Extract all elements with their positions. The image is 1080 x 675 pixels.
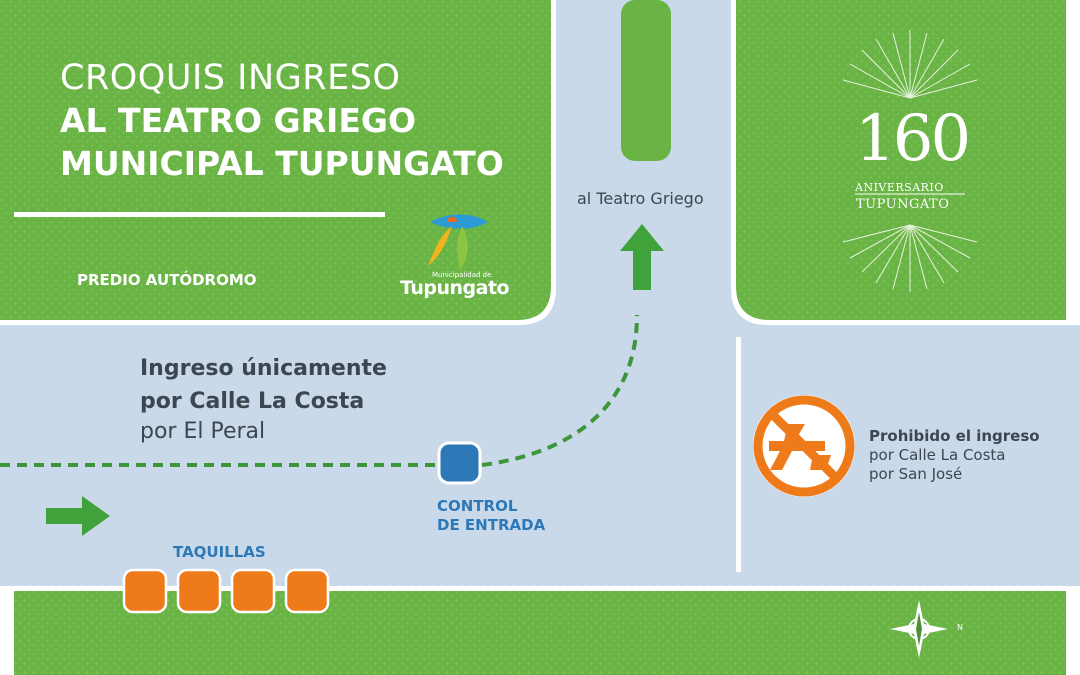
compass-north-label: N [957, 623, 963, 632]
sunburst-icon [842, 30, 978, 292]
anniversary-number: 160 [855, 102, 971, 176]
grass-block-top-left [0, 0, 551, 320]
predio-label: PREDIO AUTÓDROMO [77, 271, 257, 289]
road-median [621, 0, 671, 161]
anniversary-line-1: ANIVERSARIO [855, 181, 944, 194]
control-label-line-1: CONTROL [437, 497, 518, 515]
taquillas-label: TAQUILLAS [173, 543, 266, 561]
grass-block-top-right [736, 0, 1066, 320]
ticket-booth [284, 568, 330, 614]
ingreso-line-1: Ingreso únicamente [140, 356, 387, 381]
prohibido-line-3: por San José [869, 465, 963, 483]
ticket-booth [176, 568, 222, 614]
prohibido-line-2: por Calle La Costa [869, 446, 1006, 464]
tupungato-logo-icon [428, 214, 488, 270]
logo-subtitle: Municipalidad de [432, 271, 492, 279]
title-line-2: AL TEATRO GRIEGO [60, 101, 417, 140]
direction-label: al Teatro Griego [577, 189, 704, 208]
anniversary-line-2: TUPUNGATO [856, 197, 950, 212]
control-point-icon [437, 441, 482, 485]
up-arrow-icon [620, 224, 664, 290]
title-underline [14, 212, 385, 217]
no-entry-icon [753, 395, 855, 497]
ingreso-line-2: por Calle La Costa [140, 389, 365, 414]
ticket-booth [122, 568, 168, 614]
right-arrow-icon [46, 496, 110, 536]
title-line-3: MUNICIPAL TUPUNGATO [60, 144, 504, 183]
logo-name: Tupungato [400, 277, 510, 299]
prohibido-line-1: Prohibido el ingreso [869, 427, 1040, 445]
title-line-1: CROQUIS INGRESO [60, 58, 401, 98]
ingreso-line-3: por El Peral [140, 419, 266, 444]
control-label-line-2: DE ENTRADA [437, 516, 546, 534]
compass-icon [890, 600, 948, 658]
grass-strip-bottom [14, 591, 1066, 675]
ticket-booth [230, 568, 276, 614]
ticket-booths [122, 568, 330, 614]
road-divider [736, 337, 741, 572]
